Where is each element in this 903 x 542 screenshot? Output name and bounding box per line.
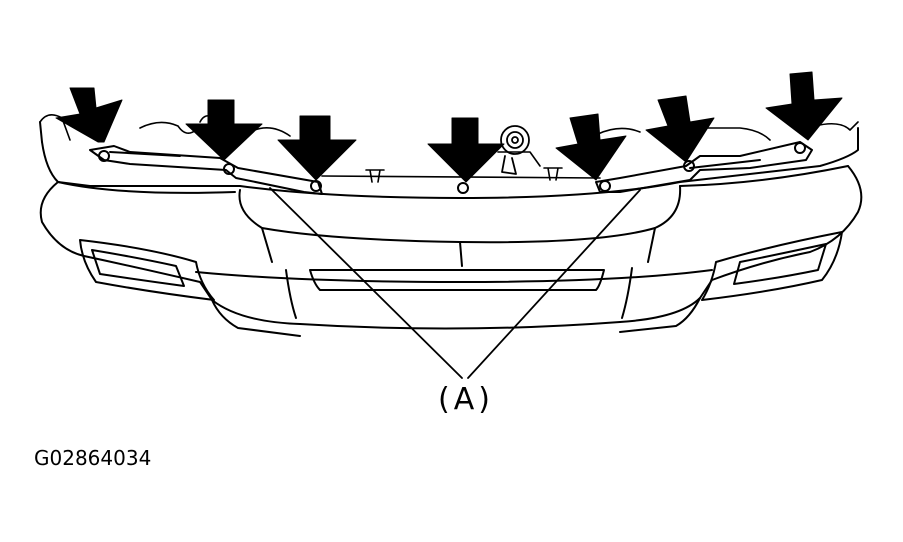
clip-right-1 xyxy=(599,180,611,192)
figure-id: G02864034 xyxy=(34,446,152,470)
fastener-clips xyxy=(98,142,806,194)
clip-left-1 xyxy=(98,150,110,162)
right-bracket xyxy=(595,141,813,193)
down-arrow-icon xyxy=(645,95,715,163)
clip-right-3 xyxy=(794,142,806,154)
clip-left-3 xyxy=(310,180,322,192)
down-arrow-icon xyxy=(555,113,627,181)
callout-leaders xyxy=(269,187,641,379)
arrows xyxy=(55,71,843,183)
down-arrow-icon xyxy=(277,115,357,181)
leader-line-right xyxy=(467,189,641,379)
left-bracket xyxy=(89,145,323,195)
bumper-cover xyxy=(39,121,863,337)
clip-center xyxy=(457,182,469,194)
down-arrow-icon xyxy=(55,87,123,143)
clip-left-2 xyxy=(223,163,235,175)
clip-right-2 xyxy=(683,160,695,172)
leader-line-left xyxy=(269,187,463,379)
horn-icon xyxy=(500,125,530,175)
down-arrow-icon xyxy=(185,99,263,161)
down-arrow-icon xyxy=(765,71,843,141)
callout-label-a: (A) xyxy=(438,382,494,417)
down-arrow-icon xyxy=(427,117,505,183)
